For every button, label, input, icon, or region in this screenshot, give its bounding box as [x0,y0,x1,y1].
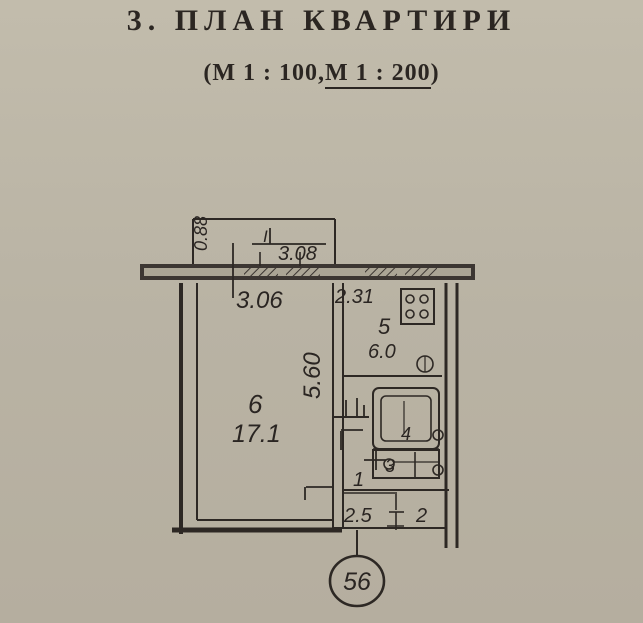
room-6-width-label: 3.06 [236,287,283,314]
room-2-number: 2 [415,505,427,527]
room-4-number: 4 [401,424,411,444]
kitchen-sink [416,355,434,373]
balcony-depth-label: 0.88 [191,216,211,251]
scale-close-paren: ) [430,60,440,86]
room-1-number: 1 [353,469,364,491]
circled-number: 56 [343,568,371,596]
room-walls [172,283,459,548]
scale-separator: , [318,60,325,86]
toilet [372,449,440,479]
circled-number-ring [328,554,386,608]
room-5-area: 6.0 [368,341,396,363]
room-6-length-label: 5.60 [299,352,326,399]
room-5-width-label: 2.31 [334,286,374,308]
kitchen-stove [400,288,435,325]
scale-open-paren: ( [203,60,213,86]
room-3-number: 3 [385,456,395,476]
washbasin [432,429,444,476]
exterior-wall [140,264,475,280]
balcony-width-label: 3.08 [278,243,317,265]
room-6-number: 6 [248,389,263,419]
balcony-outline [192,218,336,268]
room-5-number: 5 [378,314,391,339]
room-6-area: 17.1 [232,420,281,448]
scale-selected: М 1 : 200 [325,60,431,89]
door-openings [304,398,386,500]
entry-marks [344,492,404,530]
balcony-number-label: I [263,227,268,246]
scale-line: (М 1 : 100, М 1 : 200) [0,60,643,89]
page-title: 3. ПЛАН КВАРТИРИ [126,4,517,37]
room-1-area: 2.5 [343,505,373,527]
scale-primary: М 1 : 100 [212,60,318,86]
balcony-marks [232,228,326,298]
